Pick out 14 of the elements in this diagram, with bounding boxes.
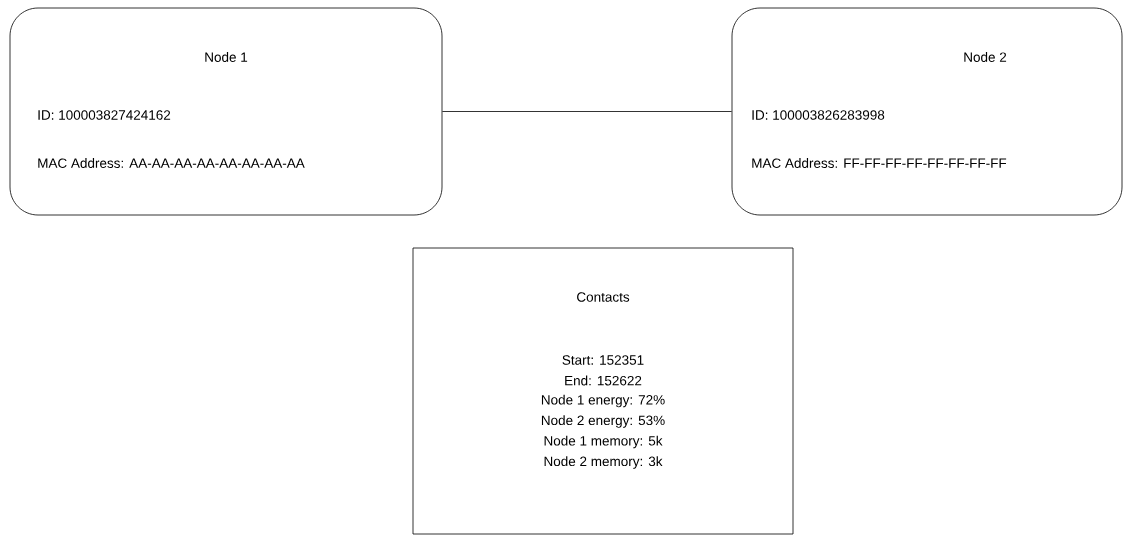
node-title: Node 1 xyxy=(205,52,248,62)
address-text: MAC Address: FF-FF-FF-FF-FF-FF-FF-FF xyxy=(752,158,1007,168)
contact-detail: Node 2 memory: 3k xyxy=(544,456,663,469)
contact-detail: End: 152622 xyxy=(565,375,642,386)
connector-line xyxy=(442,111,732,112)
box-title: Contacts xyxy=(577,292,630,302)
contact-detail: Node 2 energy: 53% xyxy=(541,415,665,428)
address-text: MAC Address: AA-AA-AA-AA-AA-AA-AA-AA xyxy=(38,158,305,168)
id-text: ID: 100003826283998 xyxy=(752,110,885,120)
contact-detail: Start: 152351 xyxy=(562,355,644,365)
node-title: Node 2 xyxy=(964,52,1007,62)
id-text: ID: 100003827424162 xyxy=(38,110,171,120)
contact-detail: Node 1 memory: 5k xyxy=(544,435,663,449)
contact-detail: Node 1 energy: 72% xyxy=(541,394,665,408)
